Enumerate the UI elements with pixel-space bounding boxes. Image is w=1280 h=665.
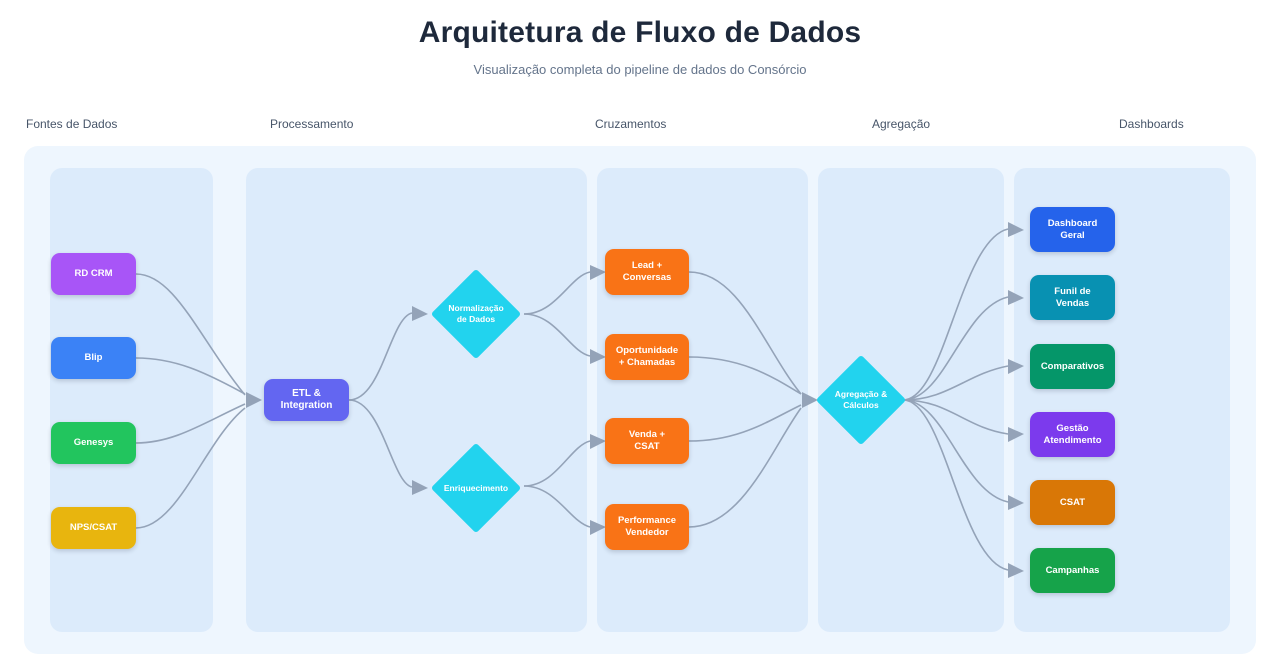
node-label-line2: Conversas [622, 272, 672, 283]
node-label-line2: Vendedor [625, 527, 669, 538]
node-label-line1: Oportunidade [615, 345, 679, 357]
node-label: NPS/CSAT [69, 522, 118, 534]
node-label: RD CRM [74, 268, 113, 280]
node-label: Agregação & Cálculos [829, 389, 893, 410]
column-band-cruzamentos [597, 168, 808, 632]
node-label-line1: Enriquecimento [443, 482, 509, 493]
node-label-line2: Integration [280, 400, 333, 411]
node-label-line1: Lead + [631, 260, 663, 272]
column-header-agregacao: Agregação [872, 117, 931, 131]
node-label: Normalização de Dados [444, 303, 508, 324]
node-label-line2: Atendimento [1043, 434, 1102, 446]
column-header-fontes: Fontes de Dados [26, 117, 118, 131]
node-label-line2: Geral [1060, 229, 1085, 241]
node-normalizacao-dados[interactable]: Normalização de Dados [430, 268, 522, 360]
node-etl-integration[interactable]: ETL & Integration [264, 379, 349, 421]
node-label-line2: Vendas [1055, 297, 1090, 309]
node-label-line2: + Chamadas [618, 357, 676, 368]
node-label-line1: Agregação & [834, 389, 888, 400]
node-label-line1: Dashboard [1047, 217, 1098, 229]
node-label-line1: Venda + [628, 429, 666, 441]
node-source-nps-csat[interactable]: NPS/CSAT [51, 507, 136, 549]
node-dashboard-funil-vendas[interactable]: Funil de Vendas [1030, 275, 1115, 320]
node-cross-lead-conversas[interactable]: Lead + Conversas [605, 249, 689, 295]
node-label-line1: ETL & [292, 387, 321, 399]
node-label: Genesys [73, 437, 114, 449]
node-cross-venda-csat[interactable]: Venda + CSAT [605, 418, 689, 464]
node-dashboard-campanhas[interactable]: Campanhas [1030, 548, 1115, 593]
node-label-line1: Normalização [448, 303, 504, 314]
node-label-line1: Funil de [1054, 285, 1091, 297]
node-label-line1: Gestão [1056, 422, 1089, 434]
node-label-line1: Performance [617, 515, 677, 527]
node-cross-performance-vendedor[interactable]: Performance Vendedor [605, 504, 689, 550]
node-dashboard-csat[interactable]: CSAT [1030, 480, 1115, 525]
node-source-genesys[interactable]: Genesys [51, 422, 136, 464]
node-cross-oportunidade-chamadas[interactable]: Oportunidade + Chamadas [605, 334, 689, 380]
node-dashboard-gestao-atendimento[interactable]: Gestão Atendimento [1030, 412, 1115, 457]
node-source-rd-crm[interactable]: RD CRM [51, 253, 136, 295]
node-label: Blip [84, 352, 103, 364]
column-header-processamento: Processamento [270, 117, 354, 131]
node-dashboard-geral[interactable]: Dashboard Geral [1030, 207, 1115, 252]
column-header-cruzamentos: Cruzamentos [595, 117, 667, 131]
node-source-blip[interactable]: Blip [51, 337, 136, 379]
node-enriquecimento[interactable]: Enriquecimento [430, 442, 522, 534]
page-subtitle: Visualização completa do pipeline de dad… [473, 62, 807, 77]
page-title: Arquitetura de Fluxo de Dados [418, 16, 862, 49]
node-label: Campanhas [1045, 564, 1100, 576]
column-band-fontes [50, 168, 213, 632]
node-label-line2: Cálculos [843, 400, 879, 410]
node-label: Comparativos [1040, 360, 1105, 372]
node-label-line2: de Dados [456, 314, 496, 324]
node-dashboard-comparativos[interactable]: Comparativos [1030, 344, 1115, 389]
node-agregacao-calculos[interactable]: Agregação & Cálculos [815, 354, 907, 446]
node-label: Enriquecimento [444, 483, 508, 494]
node-label-line2: CSAT [634, 441, 660, 452]
column-header-dashboards: Dashboards [1119, 117, 1184, 131]
node-label: CSAT [1059, 496, 1086, 508]
